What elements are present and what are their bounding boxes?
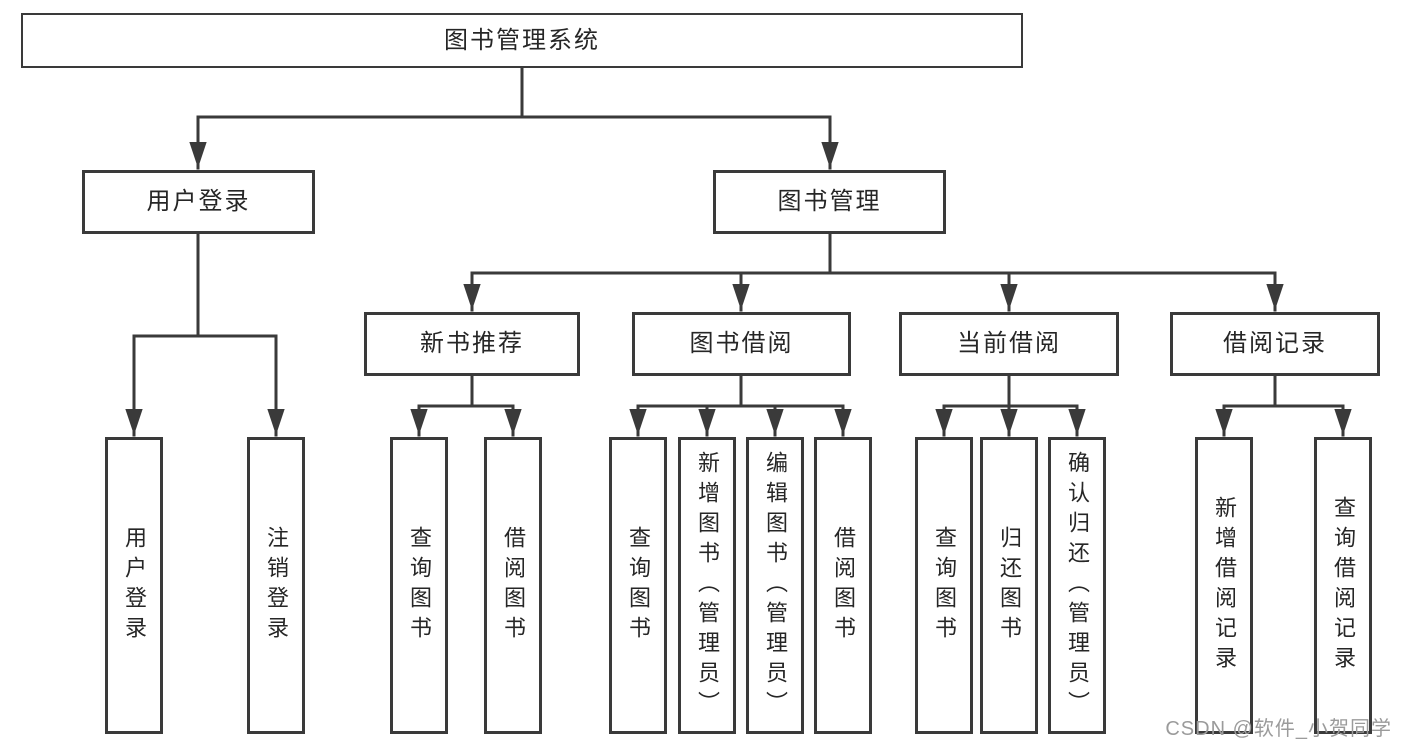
leaf-logout-login: 注销登录 bbox=[247, 437, 305, 734]
leaf-add-book-admin: 新增图书（管理员） bbox=[678, 437, 736, 734]
leaf-confirm-return-admin: 确认归还（管理员） bbox=[1048, 437, 1106, 734]
node-user-login: 用户登录 bbox=[82, 170, 315, 234]
edges-user-login bbox=[125, 231, 285, 437]
leaf-return-books: 归还图书 bbox=[980, 437, 1038, 734]
edges-borrowing-records bbox=[1215, 374, 1352, 437]
node-book-borrowing: 图书借阅 bbox=[632, 312, 851, 376]
leaf-borrow-books-recommend: 借阅图书 bbox=[484, 437, 542, 734]
leaf-user-login: 用户登录 bbox=[105, 437, 163, 734]
edges-book-borrowing bbox=[629, 374, 852, 437]
edges-new-book-recommendation bbox=[410, 374, 522, 437]
node-new-book-recommendation: 新书推荐 bbox=[364, 312, 580, 376]
node-book-management: 图书管理 bbox=[713, 170, 946, 234]
leaf-borrow-books-borrowing: 借阅图书 bbox=[814, 437, 872, 734]
leaf-query-borrow-record: 查询借阅记录 bbox=[1314, 437, 1372, 734]
leaf-edit-book-admin: 编辑图书（管理员） bbox=[746, 437, 804, 734]
edges-current-borrowing bbox=[935, 374, 1086, 437]
node-library-management-system: 图书管理系统 bbox=[21, 13, 1023, 68]
edges-book-management bbox=[463, 231, 1284, 312]
leaf-query-books-recommend: 查询图书 bbox=[390, 437, 448, 734]
csdn-watermark: CSDN @软件_小贺同学 bbox=[1165, 718, 1392, 740]
node-borrowing-records: 借阅记录 bbox=[1170, 312, 1380, 376]
leaf-add-borrow-record: 新增借阅记录 bbox=[1195, 437, 1253, 734]
node-current-borrowing: 当前借阅 bbox=[899, 312, 1119, 376]
edges-root bbox=[189, 65, 839, 170]
leaf-query-books-borrowing: 查询图书 bbox=[609, 437, 667, 734]
leaf-query-books-current: 查询图书 bbox=[915, 437, 973, 734]
